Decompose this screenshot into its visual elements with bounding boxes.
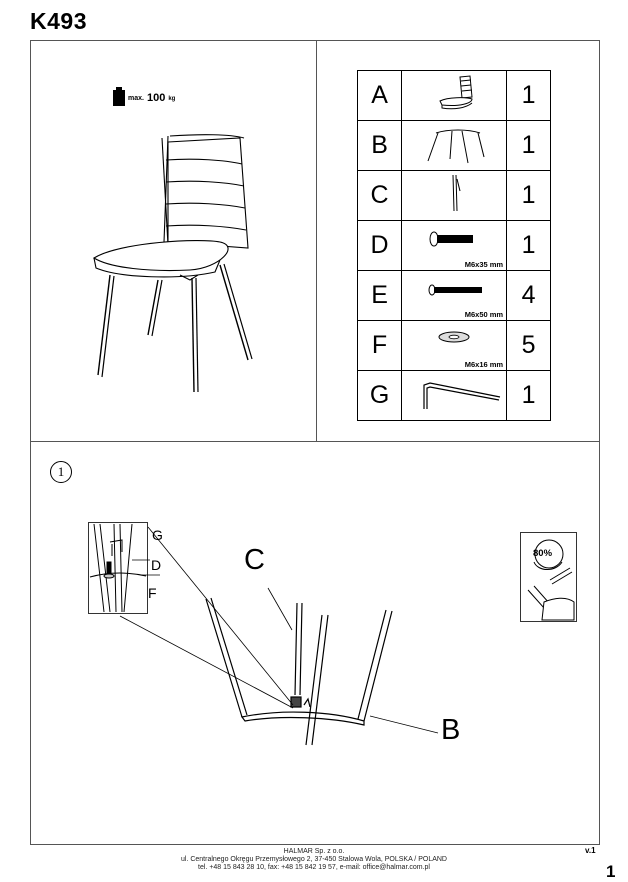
max-load-prefix: max. [128,95,144,102]
part-quantity: 1 [506,120,551,171]
single-leg-icon [452,174,461,212]
part-image-cell [401,170,508,221]
step1-assembly-illustration [205,597,393,746]
label-c: C [244,544,265,576]
frame-divider-horizontal [30,441,600,442]
part-quantity: 1 [506,70,551,121]
company-footer: HALMAR Sp. z o.o. ul. Centralnego Okręgu… [0,848,628,873]
part-letter: C [356,170,403,221]
product-code-title: K493 [30,8,87,34]
footer-contact: tel. +48 15 843 28 10, fax: +48 15 842 1… [198,864,430,872]
table-row: G 1 [356,370,551,421]
part-dimension: M6x16 mm [464,360,504,369]
part-image-cell: M6x50 mm [401,270,508,321]
assembled-chair-illustration [92,134,253,393]
chair-seat-back-icon [439,75,473,110]
part-image-cell [401,70,508,121]
step-number-badge: 1 [50,461,72,483]
table-row: D M6x35 mm 1 [356,220,551,271]
part-dimension: M6x50 mm [464,310,504,319]
part-image-cell [401,370,508,421]
weight-icon [113,87,125,106]
footer-address: ul. Centralnego Okręgu Przemysłowego 2, … [180,856,447,864]
footer-company-name: HALMAR Sp. z o.o. [283,848,345,855]
part-image-cell: M6x16 mm [401,320,508,371]
part-dimension: M6x35 mm [464,260,504,269]
part-letter: B [356,120,403,171]
part-quantity: 5 [506,320,551,371]
max-load-value: 100 [146,92,166,104]
label-b: B [441,714,461,746]
table-row: F M6x16 mm 5 [356,320,551,371]
part-quantity: 1 [506,220,551,271]
label-f: F [148,585,157,601]
part-letter: D [356,220,403,271]
parts-list-table: A 1 B 1 C [356,70,551,421]
max-load-unit: kg [168,96,176,102]
part-quantity: 1 [506,370,551,421]
part-letter: F [356,320,403,371]
frame-divider-vertical [316,40,317,442]
part-letter: A [356,70,403,121]
bolt-long-icon [428,284,483,296]
table-row: A 1 [356,70,551,121]
bolt-short-icon [429,231,474,247]
instruction-frame [30,40,600,845]
label-d: D [151,557,162,573]
table-row: C 1 [356,170,551,221]
label-g: G [152,527,163,543]
part-letter: E [356,270,403,321]
washer-icon [438,331,470,343]
part-image-cell: M6x35 mm [401,220,508,271]
chair-legs-frame-icon [427,129,485,164]
version-label: v.1 [585,846,596,855]
table-row: B 1 [356,120,551,171]
allen-key-icon [423,382,501,409]
part-quantity: 1 [506,170,551,221]
torque-percent: 80% [533,548,553,559]
table-row: E M6x50 mm 4 [356,270,551,321]
part-letter: G [356,370,403,421]
detail-inset-illustration [88,522,148,614]
max-load-label: max. 100 kg [128,92,175,104]
page-number: 1 [606,862,616,881]
torque-hint-illustration [520,532,577,622]
